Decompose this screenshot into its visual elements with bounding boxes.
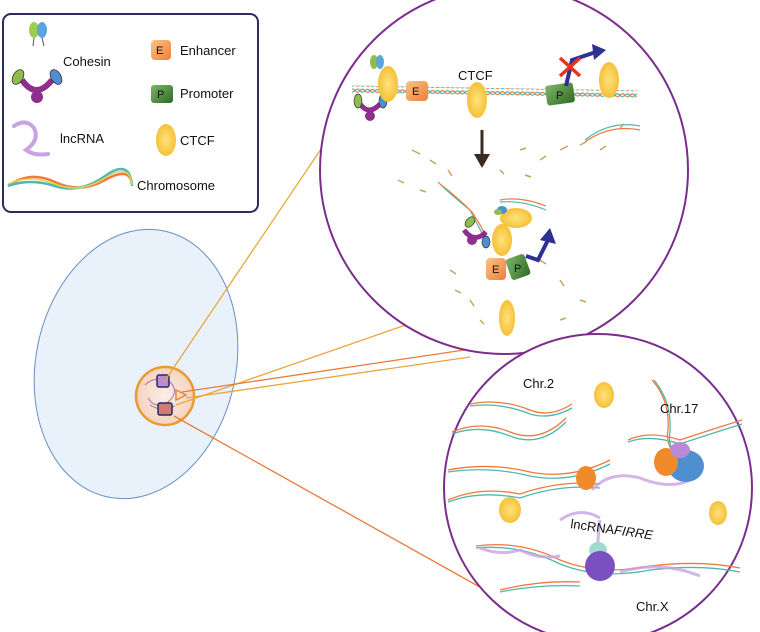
legend-box: Cohesin E Enhancer P Promoter lncRNA CTC…	[2, 13, 259, 213]
top-promoter-letter: P	[556, 90, 563, 102]
top-cohesin	[353, 55, 388, 121]
lncrna-legend-icon	[12, 120, 50, 157]
label-chr2: Chr.2	[523, 376, 554, 391]
top-ctcf-1	[378, 66, 398, 102]
firre-complex-chrx	[585, 542, 615, 581]
top-ctcf-label: CTCF	[458, 68, 493, 83]
top-enhancer-letter: E	[412, 86, 419, 98]
firre-complex-chr17	[654, 442, 704, 482]
firre-complex-chr2	[576, 466, 596, 490]
top-ctcf-3	[599, 62, 619, 98]
connector-lines	[163, 111, 499, 596]
blocked-transcription-arrow	[558, 44, 606, 87]
cohesin-small-icon	[29, 22, 47, 47]
cell	[33, 228, 239, 500]
legend-lncrna-label: lncRNA	[60, 131, 104, 146]
top-fiber-right-2	[584, 127, 641, 143]
legend-promoter-letter: P	[157, 89, 164, 101]
bottom-ctcf-3	[709, 501, 727, 525]
loop-enhancer	[486, 258, 506, 280]
active-transcription-arrow	[525, 228, 556, 263]
transition-arrow-icon	[474, 130, 490, 168]
label-firre: FIRRE	[613, 522, 654, 542]
top-promoter	[545, 82, 575, 106]
label-lncrna-firre: lncRNAFIRRE	[570, 516, 655, 542]
ctcf-legend-icon	[156, 124, 176, 156]
top-fiber-right	[584, 124, 641, 141]
top-enhancer	[406, 81, 428, 101]
legend-chromosome-label: Chromosome	[137, 178, 215, 193]
legend-enhancer-label: Enhancer	[180, 43, 236, 58]
legend-enhancer-letter: E	[156, 45, 163, 57]
bottom-zoom-panel: Chr.2 Chr.17 Chr.X lncRNAFIRRE	[443, 333, 753, 632]
legend-ctcf-label: CTCF	[180, 133, 215, 148]
label-chr17: Chr.17	[660, 401, 698, 416]
loop-promoter-letter: P	[514, 263, 521, 275]
loop-enhancer-letter: E	[492, 264, 499, 276]
enhancer-legend-icon: E	[151, 40, 171, 60]
top-chromatin-fragments	[397, 123, 625, 325]
label-lncrna-prefix: lncRNA	[570, 516, 616, 537]
top-zoom-panel: CTCF E P	[319, 0, 689, 355]
loop-promoter	[505, 254, 531, 280]
legend-cohesin-label: Cohesin	[63, 54, 111, 69]
legend-promoter-label: Promoter	[180, 86, 234, 101]
nucleus	[134, 365, 196, 427]
label-chrx: Chr.X	[636, 599, 669, 614]
loop-complex	[437, 181, 547, 336]
top-ctcf-2	[467, 82, 487, 118]
promoter-legend-icon: P	[151, 85, 173, 103]
chromosome-legend-icon	[7, 167, 134, 190]
cohesin-icon	[11, 69, 63, 103]
bottom-ctcf-1	[594, 382, 614, 408]
bottom-ctcf-2	[499, 497, 521, 523]
